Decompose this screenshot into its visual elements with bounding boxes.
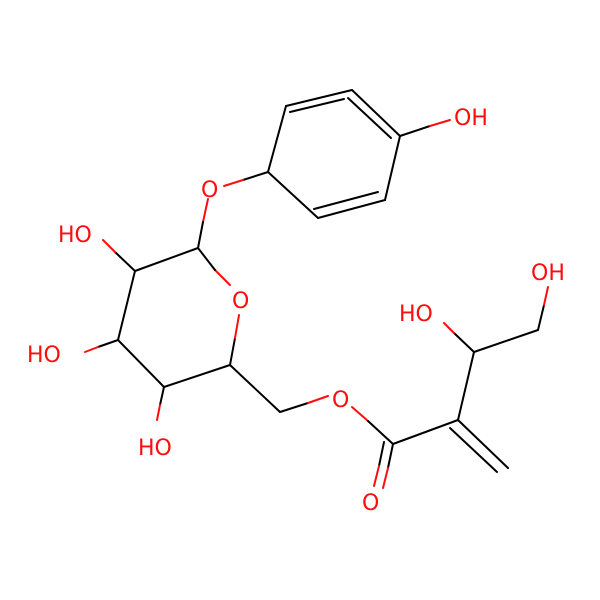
c3-side-bond <box>457 351 475 421</box>
carbonyl-bond-2-red <box>373 465 380 487</box>
c4-side-bond <box>473 329 539 353</box>
phenol-oh-bond-red <box>429 119 451 127</box>
ring-o-label: O <box>232 289 249 314</box>
phenol-ring <box>267 89 401 219</box>
ether-bond-anomeric-red <box>202 198 209 223</box>
ether-o-label: O <box>201 178 218 203</box>
carbonyl-bond-2 <box>378 441 385 467</box>
c3-oh-bond-red <box>84 346 99 353</box>
c4-side-oh-bond <box>537 304 545 331</box>
c2-oh-bond-red <box>102 239 116 253</box>
ester-bond <box>367 420 394 445</box>
c4-oh-bond-red <box>156 404 161 421</box>
alpha-bond <box>392 419 459 445</box>
c3-oh-label: HO <box>27 343 61 368</box>
c4-oh-label: HO <box>138 436 172 461</box>
ester-bond-red <box>351 406 369 422</box>
carbonyl-o-label: O <box>362 491 379 516</box>
sugar-ring <box>117 247 240 388</box>
phenol-oh-bond <box>399 125 431 137</box>
c2-oh-label: HO <box>58 223 92 248</box>
side-oh-lower-label: HO <box>399 302 433 327</box>
ether-bond-anomeric <box>197 221 204 249</box>
c3-side-oh-bond-red <box>443 322 455 334</box>
methylene-bond-1 <box>457 419 509 469</box>
c4-side-oh-bond-red <box>543 286 549 306</box>
c6-o-bond-red <box>307 395 329 404</box>
c3-oh-bond <box>97 339 119 348</box>
phenol-oh-label: OH <box>454 106 488 131</box>
methylene-bond-2 <box>449 427 498 473</box>
carbonyl-bond-1-red <box>382 467 389 489</box>
ether-bond-aryl <box>242 171 269 181</box>
ester-o-label: O <box>332 388 349 413</box>
c3-side-oh-bond <box>453 332 475 353</box>
c2-oh-bond <box>114 251 136 272</box>
side-oh-upper-label: OH <box>531 261 565 286</box>
ether-bond-aryl-red <box>223 179 244 187</box>
c6-bond <box>229 364 281 413</box>
c4-oh-bond <box>159 386 165 406</box>
carbonyl-bond-1 <box>387 443 394 469</box>
c6-o-bond <box>279 402 309 413</box>
